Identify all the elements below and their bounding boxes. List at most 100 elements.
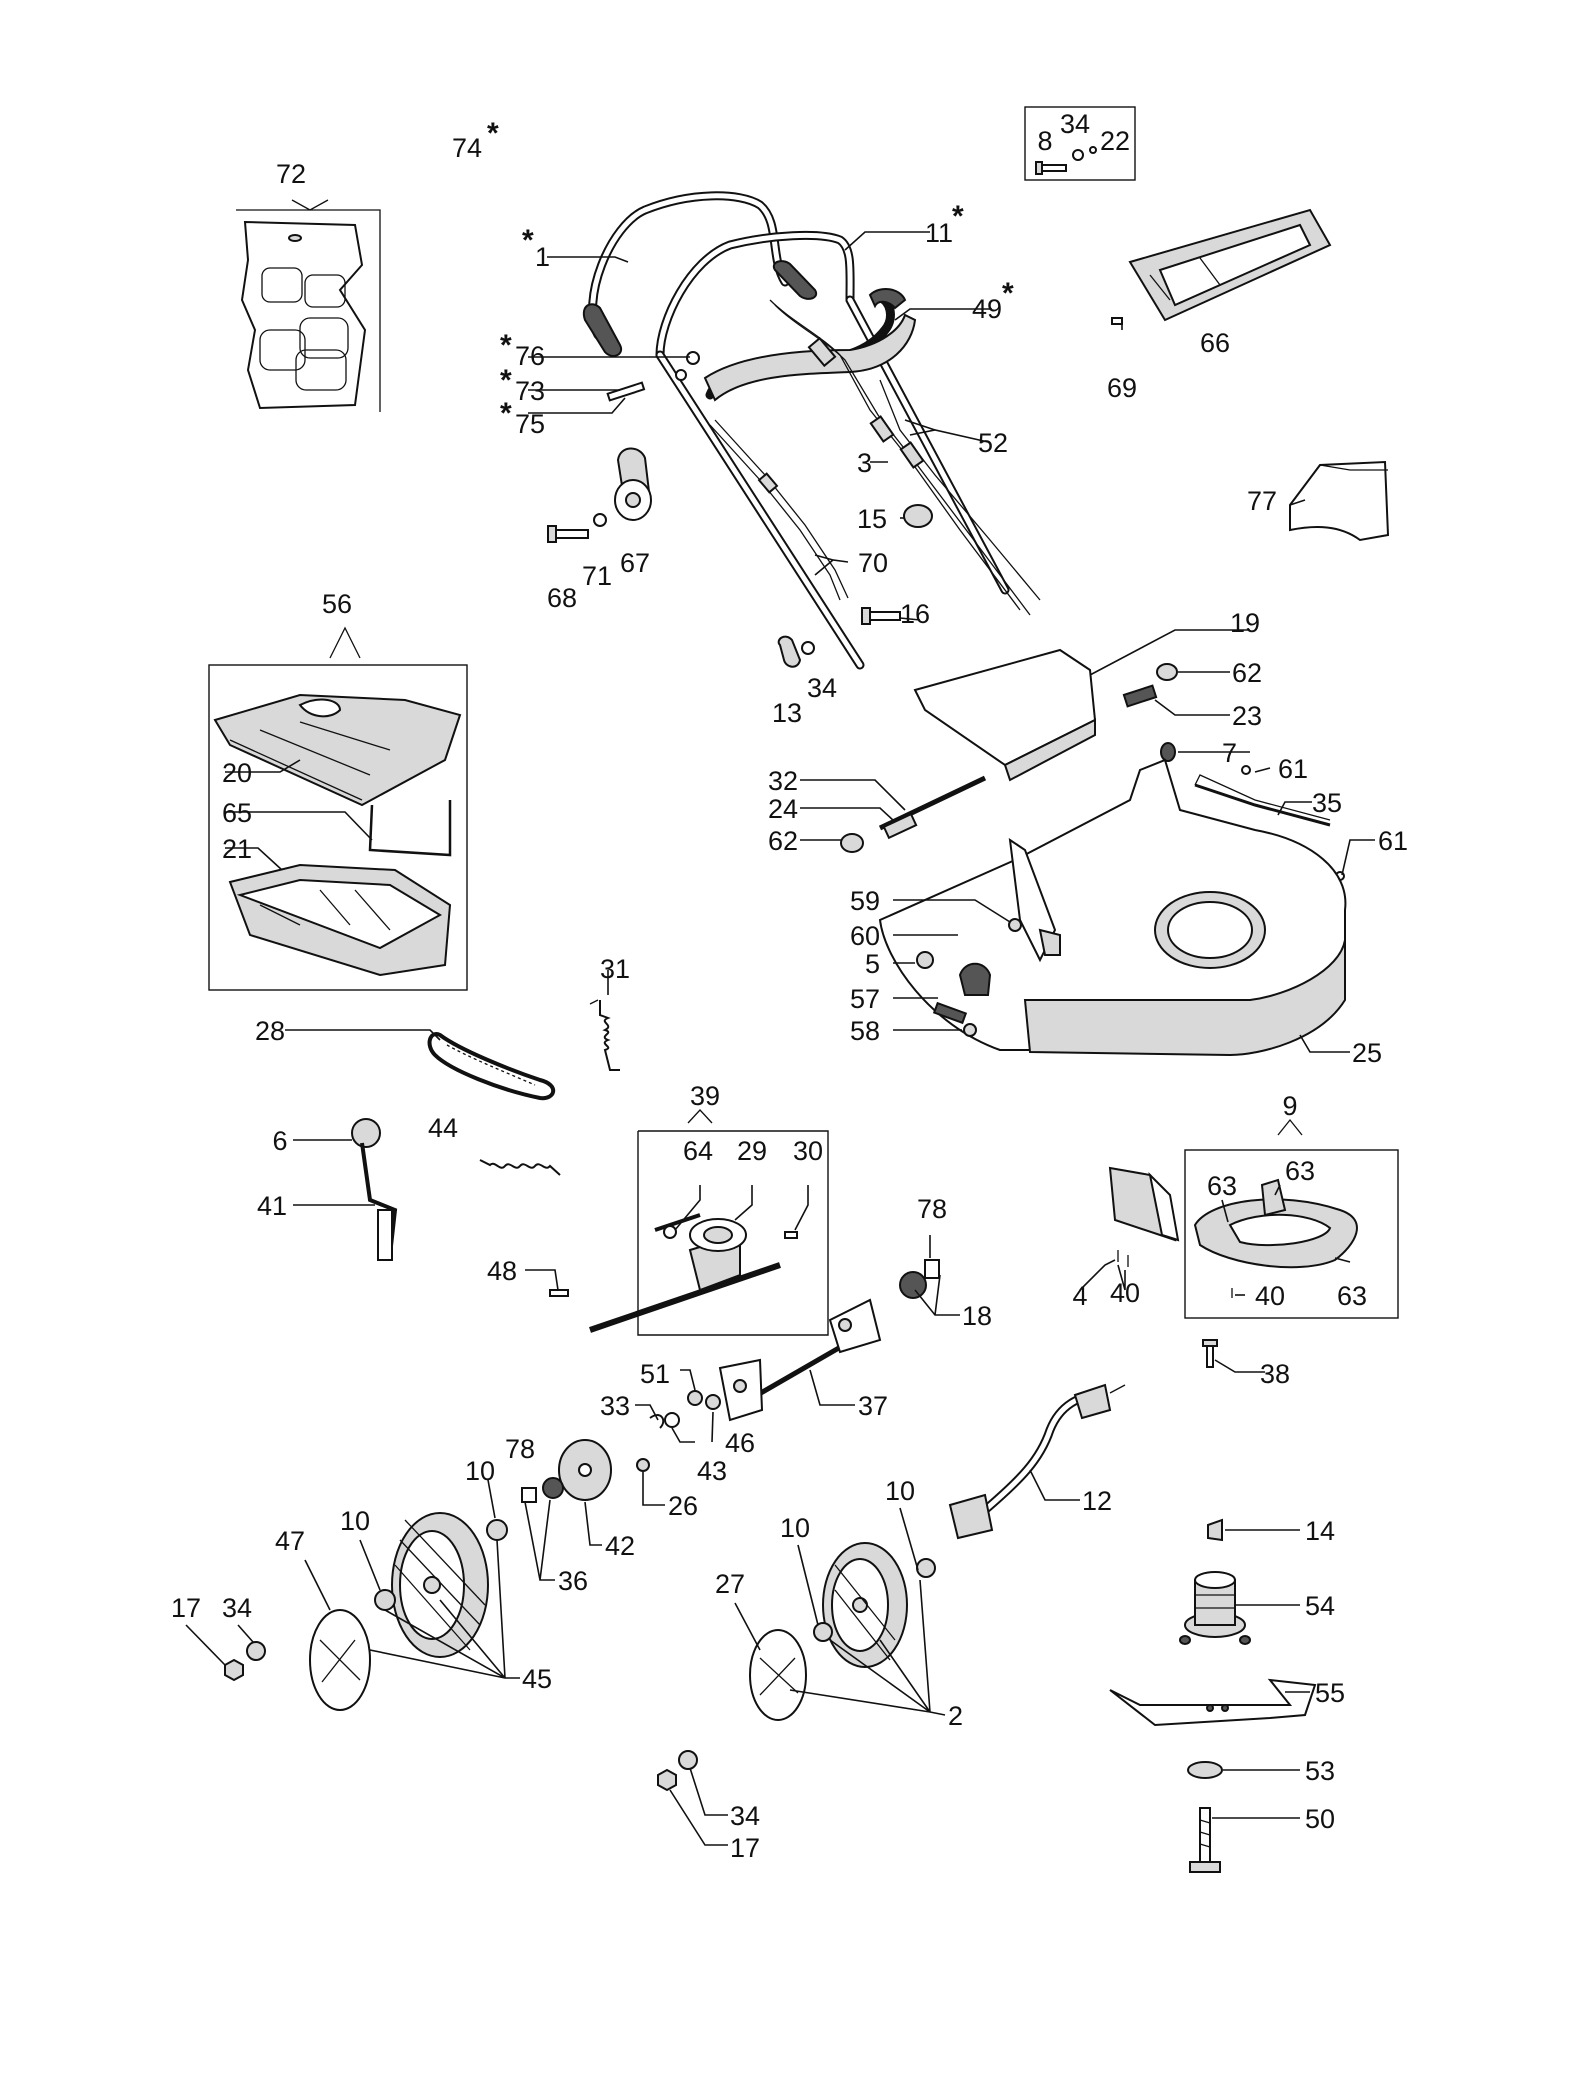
label-38: 38 (1260, 1359, 1290, 1389)
label-59: 59 (850, 886, 880, 916)
part-31-spring (589, 999, 620, 1071)
label-48: 48 (487, 1256, 517, 1286)
label-56: 56 (322, 589, 352, 619)
label-11-asterisk: * (952, 200, 964, 233)
label-74-asterisk: * (487, 117, 499, 150)
part-72-sticker-sheet (236, 199, 381, 412)
label-21: 21 (222, 834, 252, 864)
part-44-spring (479, 1159, 561, 1176)
label-14: 14 (1305, 1516, 1335, 1546)
part-14-key (1207, 1518, 1223, 1542)
label-62-a: 62 (1232, 658, 1262, 688)
label-62-b: 62 (768, 826, 798, 856)
label-41: 41 (257, 1191, 287, 1221)
label-65: 65 (222, 798, 252, 828)
part-76-73-75-bolts (606, 351, 700, 402)
part-32-24-rear-shaft (840, 775, 987, 853)
label-76-asterisk: * (500, 329, 512, 362)
callout-labels: 72 74 * * 1 11 * 49 * * 76 * 73 * 75 52 … (171, 109, 1408, 1863)
label-30: 30 (793, 1136, 823, 1166)
part-67-cable-clamp (547, 447, 652, 543)
label-24: 24 (768, 794, 798, 824)
label-11: 11 (925, 218, 953, 248)
part-53-50-washer-bolt (1187, 1761, 1223, 1873)
label-50: 50 (1305, 1804, 1335, 1834)
label-49-asterisk: * (1002, 277, 1014, 310)
label-34-b: 34 (1060, 109, 1090, 139)
part-56-grass-catcher (208, 626, 468, 991)
part-17-34-nuts-left (224, 1641, 266, 1682)
part-11-main-handle (655, 230, 1010, 670)
leader-lines (185, 231, 1375, 1846)
label-37: 37 (858, 1391, 888, 1421)
part-28-drive-belt (427, 1032, 556, 1101)
label-6: 6 (272, 1126, 287, 1156)
part-4-deflector (1108, 1166, 1180, 1267)
part-15-16-grommet-screw (861, 504, 933, 625)
part-49-drive-lever (703, 288, 917, 402)
part-45-rear-wheel (309, 1512, 508, 1711)
label-10-d: 10 (780, 1513, 810, 1543)
label-75-asterisk: * (500, 397, 512, 430)
label-69: 69 (1107, 373, 1137, 403)
label-70: 70 (858, 548, 888, 578)
label-1: 1 (535, 242, 550, 272)
label-51: 51 (640, 1359, 670, 1389)
part-9-blade-guard (1184, 1118, 1399, 1319)
part-2-front-wheel (749, 1542, 936, 1721)
part-70-lower-cable (709, 419, 849, 601)
label-44: 44 (428, 1113, 458, 1143)
label-35: 35 (1312, 788, 1342, 818)
label-40-b: 40 (1110, 1278, 1140, 1308)
label-63-a: 63 (1207, 1171, 1237, 1201)
part-42-drive-gear (521, 1439, 612, 1503)
part-12-control-cable (948, 1383, 1126, 1540)
label-42: 42 (605, 1531, 635, 1561)
part-78-18-pinion (899, 1259, 940, 1299)
label-19: 19 (1230, 608, 1260, 638)
label-49: 49 (972, 294, 1002, 324)
label-27: 27 (715, 1569, 745, 1599)
label-58: 58 (850, 1016, 880, 1046)
part-77-mulch-plug (1289, 460, 1390, 542)
part-37-front-axle (718, 1298, 882, 1422)
part-8-34-22-box (1024, 106, 1136, 181)
label-77: 77 (1247, 486, 1277, 516)
label-17-a: 17 (171, 1593, 201, 1623)
label-39: 39 (690, 1081, 720, 1111)
label-76: 76 (515, 341, 545, 371)
part-59-60-height-adjuster (916, 918, 1022, 1037)
label-74: 74 (452, 133, 482, 163)
label-46: 46 (725, 1428, 755, 1458)
label-78-b: 78 (505, 1434, 535, 1464)
part-1-upper-handle (582, 191, 818, 357)
label-17-b: 17 (730, 1833, 760, 1863)
label-4: 4 (1072, 1281, 1087, 1311)
label-3: 3 (857, 448, 872, 478)
part-small-hardware (636, 1390, 721, 1472)
label-23: 23 (1232, 701, 1262, 731)
label-9: 9 (1282, 1091, 1297, 1121)
part-55-blade (1109, 1678, 1317, 1727)
label-8: 8 (1037, 126, 1052, 156)
label-1-asterisk: * (522, 224, 534, 257)
label-13: 13 (772, 698, 802, 728)
label-36: 36 (558, 1566, 588, 1596)
label-60: 60 (850, 921, 880, 951)
label-73-asterisk: * (500, 364, 512, 397)
label-57: 57 (850, 984, 880, 1014)
part-17-34-nuts-front (657, 1750, 698, 1792)
label-78-a: 78 (917, 1194, 947, 1224)
label-22: 22 (1100, 126, 1130, 156)
label-72: 72 (276, 159, 306, 189)
label-20: 20 (222, 758, 252, 788)
label-5: 5 (865, 949, 880, 979)
label-26: 26 (668, 1491, 698, 1521)
label-15: 15 (857, 504, 887, 534)
label-40-a: 40 (1255, 1281, 1285, 1311)
part-13-wing-knob (777, 635, 815, 668)
label-25: 25 (1352, 1038, 1382, 1068)
label-10-b: 10 (340, 1506, 370, 1536)
label-43: 43 (697, 1456, 727, 1486)
